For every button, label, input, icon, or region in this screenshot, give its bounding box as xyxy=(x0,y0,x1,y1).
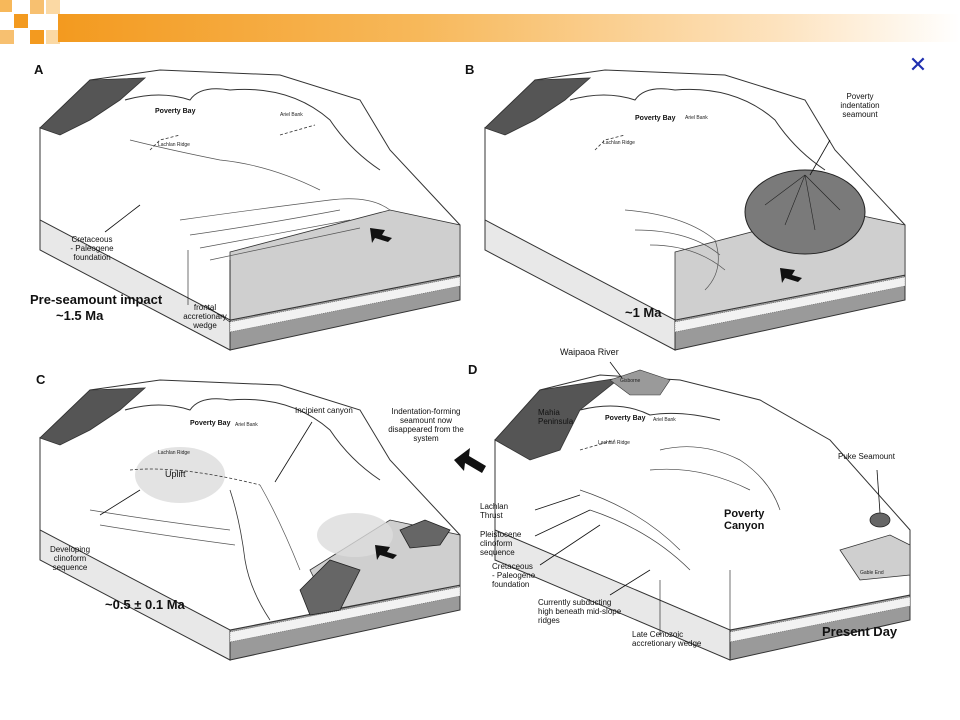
panel-d-poverty-canyon-label: Poverty Canyon xyxy=(724,508,765,532)
deco-gradient-bar xyxy=(58,14,960,42)
panel-b: B Poverty Bay Ariel Bank Lachlan Ridge P… xyxy=(465,60,925,351)
deco-square-1 xyxy=(0,0,12,12)
panel-c-ariel-bank-label: Ariel Bank xyxy=(235,422,258,428)
panel-d-late-cenozoic-label: Late Cenozoic accretionary wedge xyxy=(632,630,702,648)
indentation-note: Indentation-forming seamount now disappe… xyxy=(388,407,464,443)
block-diagram-c xyxy=(39,379,461,661)
panel-d-mahia-label: Mahia Peninsula xyxy=(538,408,574,426)
deco-square-2 xyxy=(14,14,28,28)
panel-d-pleistocene-label: Pleistocene clinoform sequence xyxy=(480,530,522,557)
panel-d-gisborne-label: Gisborne xyxy=(620,378,641,384)
block-diagram-a xyxy=(39,69,461,351)
panel-a-ariel-bank-label: Ariel Bank xyxy=(280,112,303,118)
panel-a-lachlan-ridge-label: Lachlan Ridge xyxy=(158,142,190,148)
panel-d-waipaoa-label: Waipaoa River xyxy=(560,347,619,357)
panel-b-letter: B xyxy=(465,62,475,77)
panel-a-wedge-label: frontal accretionary wedge xyxy=(183,303,227,330)
deco-square-7 xyxy=(46,0,60,14)
panel-a-age-line1: Pre-seamount impact xyxy=(30,292,163,307)
deco-square-4 xyxy=(0,30,14,44)
panel-d-cretaceous-label: Cretaceous - Paleogene foundation xyxy=(492,562,536,589)
panel-b-seamount-label: Poverty indentation seamount xyxy=(840,92,880,119)
panel-c: C Poverty Bay Ariel Bank Lachlan Ridge U… xyxy=(30,370,480,661)
close-x-icon[interactable]: ✕ xyxy=(908,53,928,78)
panel-c-canyon-label: Incipient canyon xyxy=(295,406,353,415)
panel-a-age-line2: ~1.5 Ma xyxy=(56,308,104,323)
arrow-up-left-icon xyxy=(454,448,486,473)
panel-b-poverty-bay-label: Poverty Bay xyxy=(635,115,676,122)
panel-c-lachlan-ridge-label: Lachlan Ridge xyxy=(158,450,190,456)
panel-b-lachlan-ridge-label: Lachlan Ridge xyxy=(603,140,635,146)
panel-c-letter: C xyxy=(36,372,46,387)
panel-c-age: ~0.5 ± 0.1 Ma xyxy=(105,597,185,612)
deco-square-6 xyxy=(46,30,60,44)
panel-a: A Poverty Bay Ariel Bank Lachlan Ridge C… xyxy=(30,60,480,351)
panel-a-cretaceous-label: Cretaceous - Paleogene foundation xyxy=(70,235,114,262)
panel-d-letter: D xyxy=(468,362,478,377)
panel-c-poverty-bay-label: Poverty Bay xyxy=(190,420,231,427)
panel-d-puke-label: Puke Seamount xyxy=(838,452,895,461)
panel-a-poverty-bay-label: Poverty Bay xyxy=(155,108,196,115)
panel-d-ariel-bank-label: Ariel Bank xyxy=(653,417,676,423)
panel-c-clinoform-label: Developing clinoform sequence xyxy=(49,545,91,572)
panel-d: D Waipaoa River Gisborne Mahia Peninsula… xyxy=(468,340,930,661)
panel-b-age: ~1 Ma xyxy=(625,305,662,320)
panel-d-subducting-label: Currently subducting high beneath mid-sl… xyxy=(538,598,622,625)
panel-d-gable-end-label: Gable End xyxy=(860,570,884,576)
panel-d-age: Present Day xyxy=(822,624,898,639)
block-diagram-d xyxy=(494,361,911,661)
block-diagram-b xyxy=(484,69,906,351)
title-bar-decoration xyxy=(0,0,960,48)
panel-a-letter: A xyxy=(34,62,44,77)
deco-square-5 xyxy=(30,30,44,44)
panel-d-lachlan-ridge-label: Lachlan Ridge xyxy=(598,440,630,446)
deco-square-3 xyxy=(30,0,44,14)
panel-c-uplift-label: Uplift xyxy=(165,469,186,479)
panel-b-ariel-bank-label: Ariel Bank xyxy=(685,115,708,121)
panel-d-lachlan-thrust-label: Lachlan Thrust xyxy=(480,502,509,520)
panel-d-poverty-bay-label: Poverty Bay xyxy=(605,415,646,422)
